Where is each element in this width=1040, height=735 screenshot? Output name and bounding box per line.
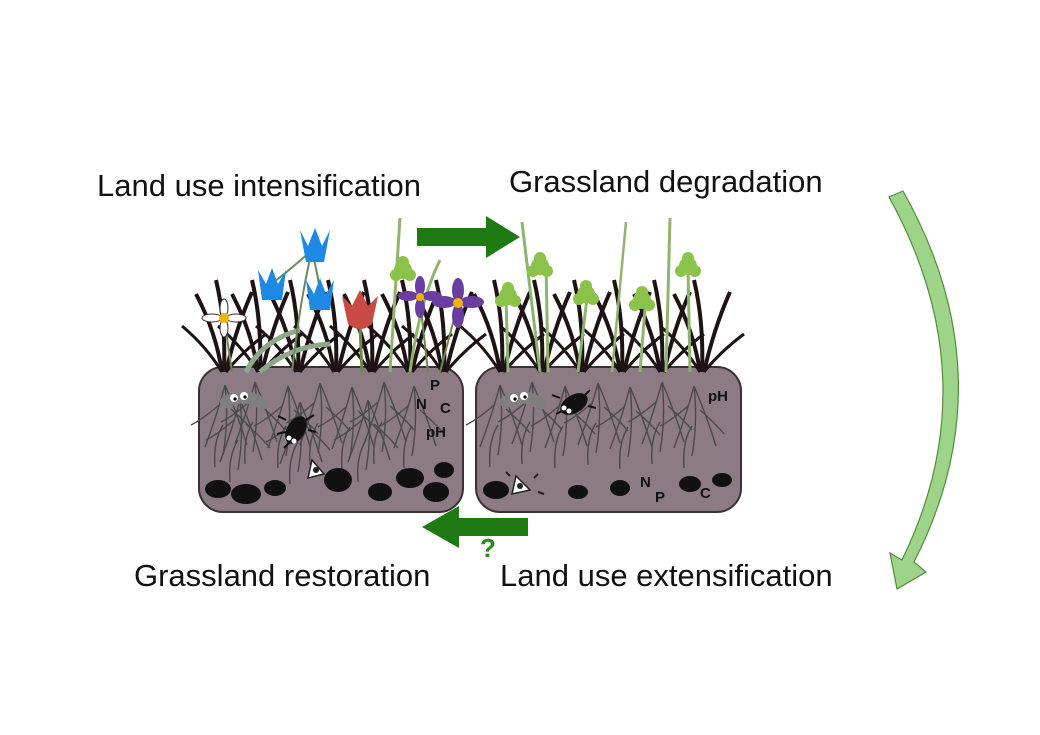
label-land-use-extensification: Land use extensification [500, 558, 833, 593]
nutrient-label: C [700, 485, 711, 502]
earthworm-icon [500, 391, 546, 410]
label-grassland-degradation: Grassland degradation [509, 164, 823, 199]
stone-icon [483, 473, 732, 499]
nutrient-label: pH [426, 424, 446, 441]
flower-icon [201, 298, 247, 373]
beetle-icon [276, 414, 317, 449]
grass-right [458, 217, 746, 374]
nutrient-labels-right: pH N P C [640, 388, 728, 506]
nutrient-label: N [416, 396, 427, 413]
nutrient-label: N [640, 474, 651, 491]
label-grassland-restoration: Grassland restoration [134, 558, 431, 593]
uncertainty-question-mark: ? [480, 533, 496, 563]
nutrient-label: C [440, 400, 451, 417]
nutrient-label: P [655, 489, 665, 506]
nutrient-label: P [430, 377, 440, 394]
nutrient-labels-left: P N C pH [416, 377, 451, 441]
flower-icon [398, 276, 484, 373]
flower-icon [342, 290, 378, 373]
grass-left [180, 217, 488, 374]
stone-icon [205, 462, 454, 504]
mite-icon [505, 471, 545, 495]
label-land-use-intensification: Land use intensification [97, 168, 422, 203]
flower-icon [390, 256, 416, 281]
arrow-restoration [422, 506, 528, 548]
flower-icon [258, 228, 334, 373]
arrow-extensification-cycle [888, 190, 959, 590]
arrow-intensification [417, 216, 520, 258]
beetle-icon [551, 389, 597, 415]
earthworm-icon [220, 391, 268, 410]
mite-icon [307, 458, 326, 480]
nutrient-label: pH [708, 388, 728, 405]
